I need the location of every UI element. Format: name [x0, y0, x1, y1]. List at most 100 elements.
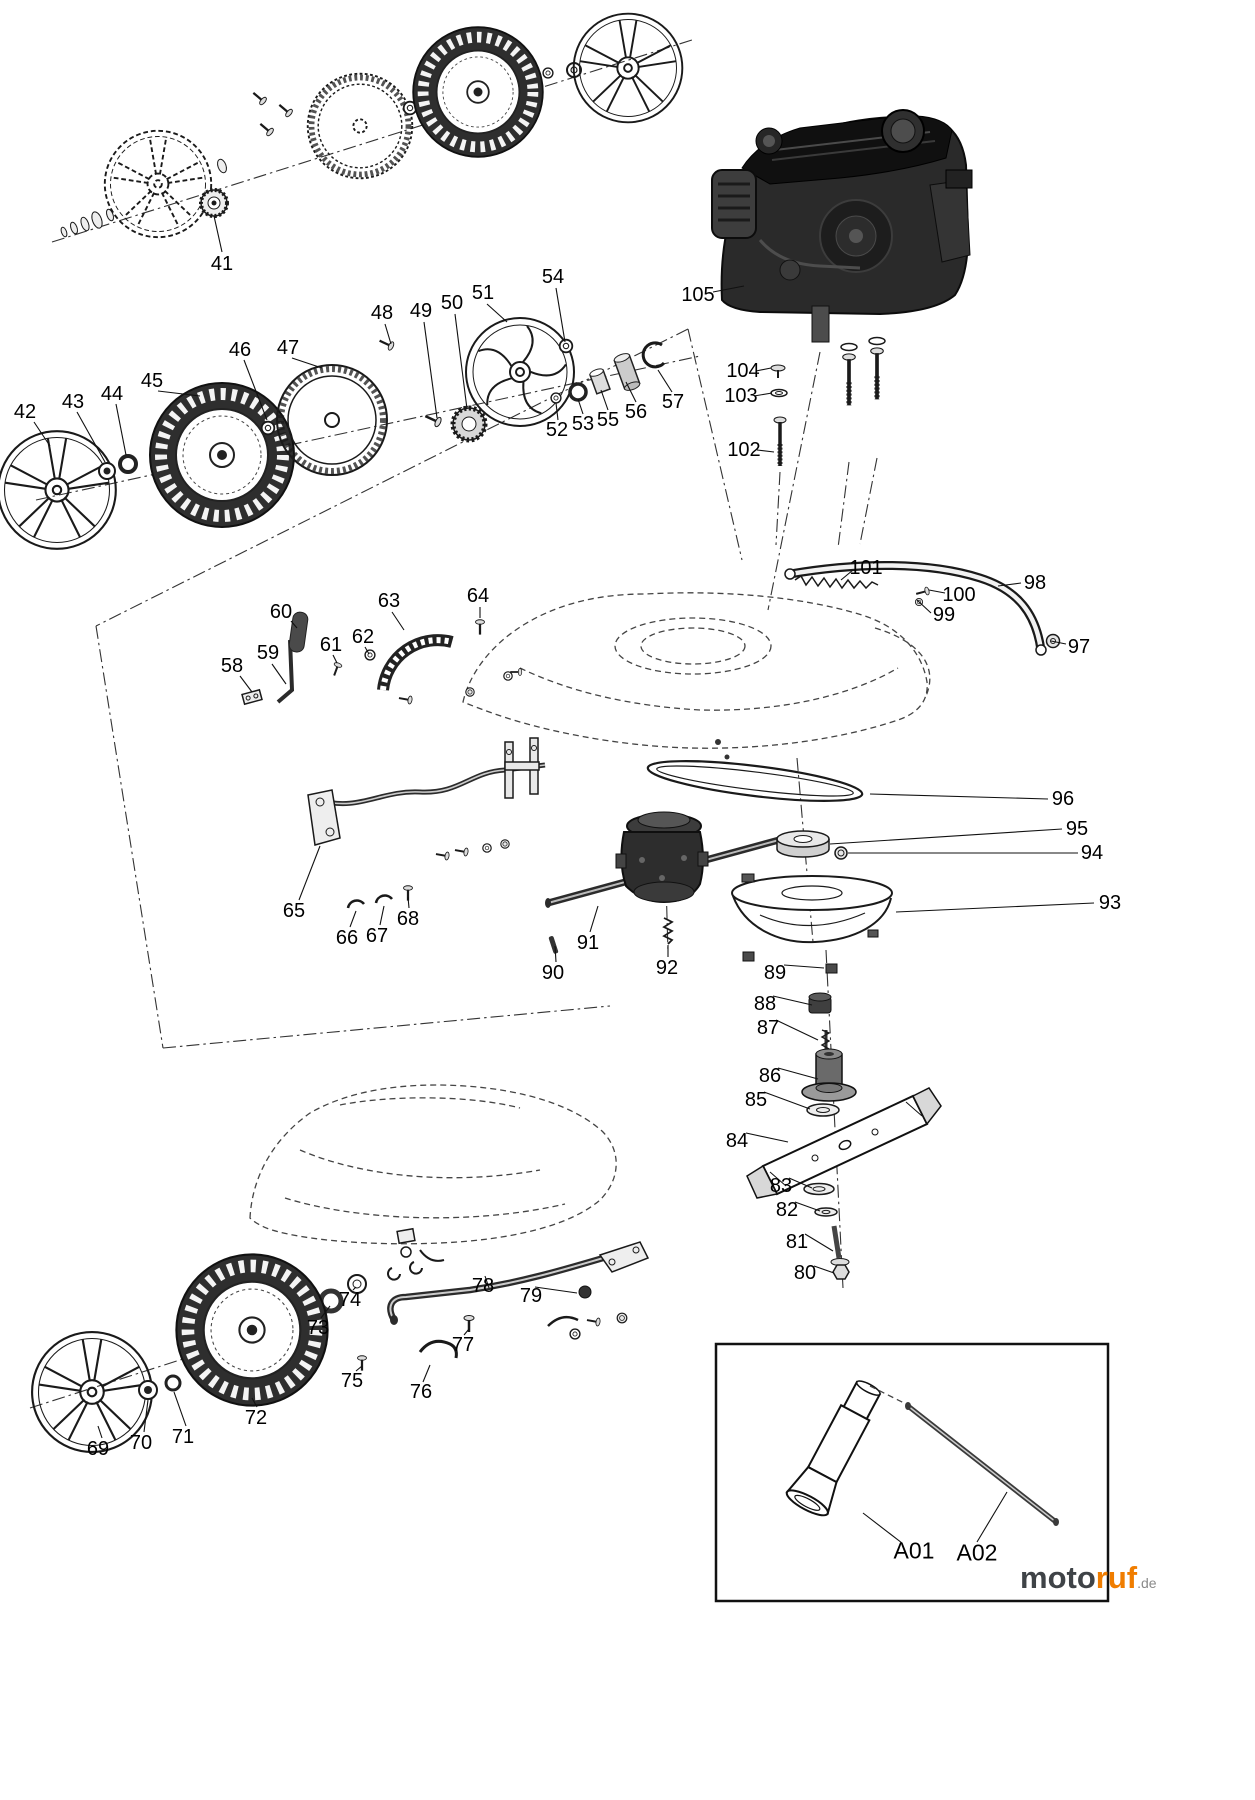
part-label-99: 99	[932, 604, 956, 626]
tire	[176, 1254, 327, 1405]
handle-bracket-assembly	[784, 560, 1061, 656]
drive-gear-50	[450, 405, 488, 443]
part-label-64: 64	[466, 585, 490, 607]
front-wheel-exploded-assembly	[60, 12, 684, 239]
coupler-88	[808, 992, 832, 1014]
clamp-66	[346, 899, 365, 909]
blade-bolt-81	[831, 1225, 842, 1259]
part-label-81: 81	[785, 1231, 809, 1253]
shaft-adapter-56	[613, 353, 641, 391]
drive-belt-96	[646, 760, 864, 802]
part-label-69: 69	[86, 1438, 110, 1460]
part-label-101: 101	[849, 557, 883, 579]
part-label-86: 86	[758, 1065, 782, 1087]
ring-gear	[308, 74, 413, 179]
part-label-87: 87	[756, 1017, 780, 1039]
cable-bolt-79	[578, 1285, 592, 1299]
mower-deck-upper	[462, 592, 931, 760]
transmission-assembly	[545, 760, 893, 954]
part-label-44: 44	[100, 383, 124, 405]
clamp-67	[374, 894, 393, 904]
part-label-79: 79	[519, 1285, 543, 1307]
part-label-84: 84	[725, 1130, 749, 1152]
part-label-83: 83	[769, 1175, 793, 1197]
part-label-46: 46	[228, 339, 252, 361]
bracket-76	[418, 1339, 458, 1359]
axle-lever-assembly	[307, 737, 546, 909]
part-label-85: 85	[744, 1089, 768, 1111]
ring-gear	[277, 365, 387, 475]
rear-wheel-exploded-assembly	[31, 1254, 328, 1453]
logo-text-accent: ruf	[1095, 1560, 1138, 1595]
crankshaft-stub	[811, 305, 830, 343]
part-label-71: 71	[171, 1426, 195, 1448]
leader-lines	[33, 215, 1095, 1544]
lower-axle-assembly	[318, 1241, 650, 1372]
part-label-72: 72	[244, 1407, 268, 1429]
part-label-A02: A02	[956, 1539, 998, 1566]
part-label-A01: A01	[893, 1537, 935, 1564]
part-label-98: 98	[1023, 572, 1047, 594]
part-label-42: 42	[13, 401, 37, 423]
part-label-57: 57	[661, 391, 685, 413]
part-label-48: 48	[370, 302, 394, 324]
mower-deck-lower	[249, 1084, 617, 1262]
part-label-43: 43	[61, 391, 85, 413]
motoruf-logo: motoruf.de	[1020, 1560, 1157, 1596]
part-label-50: 50	[440, 292, 464, 314]
part-label-104: 104	[726, 360, 760, 382]
part-label-105: 105	[681, 284, 715, 306]
part-label-91: 91	[576, 932, 600, 954]
engine-mount-bolts	[770, 336, 885, 467]
circlip-57	[641, 341, 666, 369]
spacer-55	[589, 368, 611, 395]
wheel-cap-dashed	[103, 129, 213, 239]
accessory-inset-box	[714, 1342, 1110, 1603]
pinion-gear-41	[199, 188, 229, 218]
part-label-63: 63	[377, 590, 401, 612]
part-label-73: 73	[306, 1317, 330, 1339]
part-label-97: 97	[1067, 636, 1091, 658]
spring-92	[662, 917, 674, 945]
wheel-cap	[572, 12, 684, 124]
height-adjust-lever-parts	[241, 611, 523, 706]
part-label-61: 61	[319, 634, 343, 656]
part-label-77: 77	[451, 1334, 475, 1356]
blade-84	[746, 1087, 942, 1199]
spark-plug-wrench-a01	[785, 1380, 882, 1517]
gearbox-housing	[615, 811, 709, 904]
part-label-96: 96	[1051, 788, 1075, 810]
part-label-94: 94	[1080, 842, 1104, 864]
part-label-54: 54	[541, 266, 565, 288]
part-label-51: 51	[471, 282, 495, 304]
part-label-75: 75	[340, 1370, 364, 1392]
shaft-pin-90	[548, 936, 559, 954]
part-label-90: 90	[541, 962, 565, 984]
lever-59	[276, 639, 295, 704]
part-label-65: 65	[282, 900, 306, 922]
part-label-80: 80	[793, 1262, 817, 1284]
wheel-cap	[0, 430, 117, 550]
spring-101	[794, 574, 879, 590]
part-label-93: 93	[1098, 892, 1122, 914]
part-label-62: 62	[351, 626, 375, 648]
part-label-52: 52	[545, 419, 569, 441]
part-label-56: 56	[624, 401, 648, 423]
part-label-49: 49	[409, 300, 433, 322]
part-label-58: 58	[220, 655, 244, 677]
lever-grip-60	[288, 611, 309, 653]
part-label-59: 59	[256, 642, 280, 664]
part-label-55: 55	[596, 409, 620, 431]
blade-assembly	[742, 951, 942, 1280]
washer	[118, 454, 138, 474]
part-label-92: 92	[655, 957, 679, 979]
part-label-66: 66	[335, 927, 359, 949]
part-label-74: 74	[338, 1289, 362, 1311]
part-label-68: 68	[396, 908, 420, 930]
part-label-53: 53	[571, 413, 595, 435]
part-label-100: 100	[942, 584, 976, 606]
part-label-45: 45	[140, 370, 164, 392]
engine-assembly	[711, 109, 973, 343]
muffler	[711, 169, 757, 239]
